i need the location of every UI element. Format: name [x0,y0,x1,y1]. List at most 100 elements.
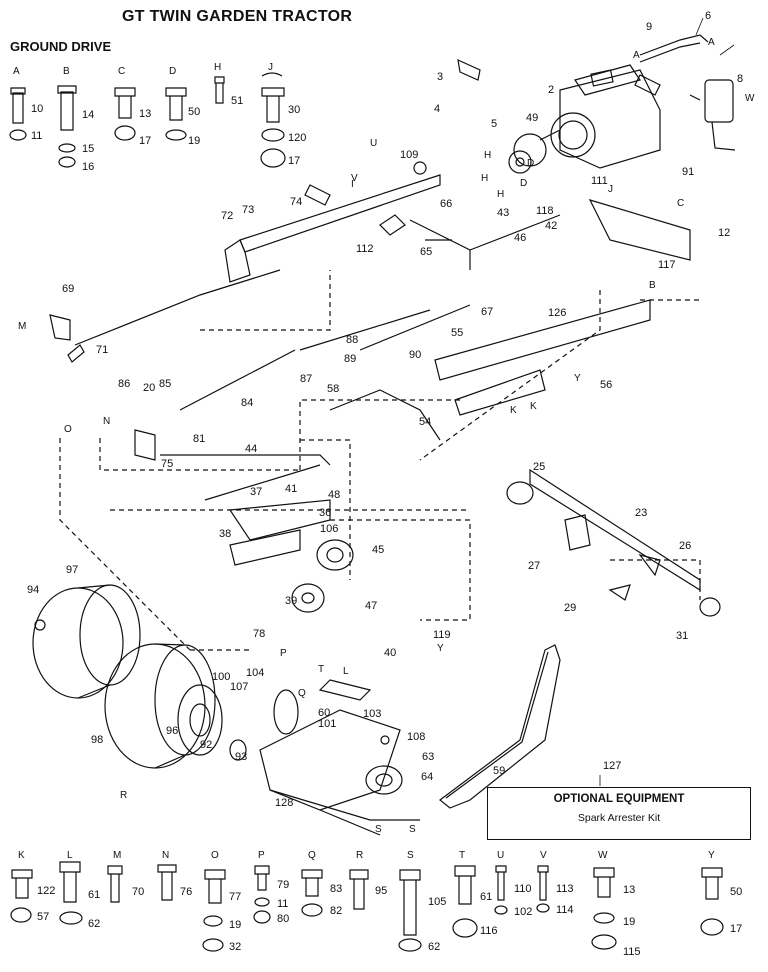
callout-26: 26 [679,540,691,552]
ref-letter-K-12: K [530,401,537,412]
key-letter-L: L [67,850,73,861]
callout-47: 47 [365,600,377,612]
callout-84: 84 [241,397,253,409]
callout-90: 90 [409,349,421,361]
key-part-Y-50: 50 [730,886,742,898]
ref-letter-D-4: D [520,178,527,189]
wheels [32,584,247,769]
ref-letter-W-23: W [745,93,755,104]
ref-letter-R-26: R [120,790,127,801]
callout-89: 89 [344,353,356,365]
callout-12: 12 [718,227,730,239]
key-part-A-11: 11 [31,130,42,142]
callout-85: 85 [159,378,171,390]
ref-letter-M-14: M [18,321,26,332]
callout-48: 48 [328,489,340,501]
key-part-Q-82: 82 [330,905,342,917]
diagram-subtitle: GROUND DRIVE [10,39,112,54]
ref-letter-O-16: O [64,424,72,435]
key-part-O-77: 77 [229,891,241,903]
engine-assembly [508,64,661,174]
callout-75: 75 [161,458,173,470]
callout-2: 2 [548,84,554,96]
callout-54: 54 [419,416,431,428]
callout-106: 106 [320,523,338,535]
callout-69: 69 [62,283,74,295]
ref-letter-Y-25: Y [574,373,581,384]
key-part-Q-83: 83 [330,883,342,895]
callout-42: 42 [545,220,557,232]
ref-letter-U-21: U [370,138,377,149]
key-letter-O: O [211,850,219,861]
callout-40: 40 [384,647,396,659]
key-part-K-57: 57 [37,911,49,923]
key-letter-P: P [258,850,265,861]
key-letter-H: H [214,62,221,73]
key-part-B-14: 14 [82,109,94,121]
key-letter-Y: Y [708,850,715,861]
key-part-K-122: 122 [37,885,55,897]
callout-92: 92 [200,739,212,751]
callout-38: 38 [219,528,231,540]
callout-97: 97 [66,564,78,576]
callout-4: 4 [434,103,440,115]
callout-25: 25 [533,461,545,473]
callout-93: 93 [235,751,247,763]
frame-rails [224,174,701,592]
key-letter-N: N [162,850,169,861]
key-part-Y-17: 17 [730,923,742,935]
callout-78: 78 [253,628,265,640]
key-part-W-115: 115 [623,946,641,958]
callout-107: 107 [230,681,248,693]
transaxle [259,709,420,836]
callout-128: 128 [275,797,293,809]
callout-8: 8 [737,73,743,85]
callout-112: 112 [356,243,374,255]
callout-29: 29 [564,602,576,614]
ref-letter-H-6: H [484,150,491,161]
callout-86: 86 [118,378,130,390]
callout-100: 100 [212,671,230,683]
optional-equipment-heading: OPTIONAL EQUIPMENT [553,793,685,805]
key-letter-C: C [118,66,125,77]
callout-55: 55 [451,327,463,339]
key-part-V-113: 113 [556,883,574,895]
ref-letter-C-3: C [677,198,684,209]
callout-44: 44 [245,443,257,455]
ref-letter-H-8: H [497,189,504,200]
idler-bracket [228,499,331,566]
ref-letter-A-1: A [633,50,640,61]
callout-87: 87 [300,373,312,385]
key-letter-J: J [268,62,273,73]
callout-56: 56 [600,379,612,391]
diagram-title: GT TWIN GARDEN TRACTOR [122,8,353,25]
callout-73: 73 [242,204,254,216]
key-part-T-116: 116 [480,925,498,937]
key-part-U-102: 102 [514,906,532,918]
callout-103: 103 [363,708,381,720]
callout-9: 9 [646,21,652,33]
key-letter-R: R [356,850,363,861]
key-part-P-11: 11 [277,898,288,910]
ref-letter-Y-24: Y [437,643,444,654]
callout-74: 74 [290,196,302,208]
key-part-L-62: 62 [88,918,100,930]
ref-letter-L-13: L [343,666,349,677]
callout-64: 64 [421,771,433,783]
key-part-B-15: 15 [82,143,94,155]
callout-101: 101 [318,718,336,730]
callout-104: 104 [246,667,264,679]
key-part-R-95: 95 [375,885,387,897]
key-part-P-79: 79 [277,879,289,891]
callout-91: 91 [682,166,694,178]
key-part-O-19: 19 [229,919,241,931]
callout-108: 108 [407,731,425,743]
callout-6: 6 [705,10,711,22]
key-part-H-51: 51 [231,95,243,107]
leader-lines [599,17,735,786]
key-part-B-16: 16 [82,161,94,173]
exhaust-pipe [639,34,709,56]
callout-65: 65 [420,246,432,258]
key-part-P-80: 80 [277,913,289,925]
